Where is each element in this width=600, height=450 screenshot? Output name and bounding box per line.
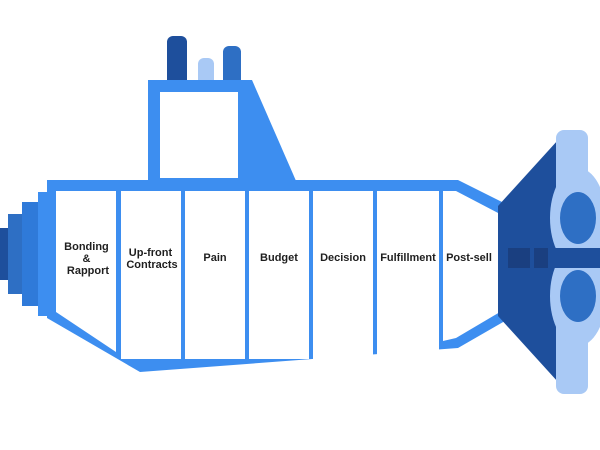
stern-block-2 (8, 214, 24, 294)
stern-block-1 (0, 228, 10, 280)
stage-label-decision: Decision (320, 252, 366, 264)
compartment-pain (185, 191, 245, 359)
compartment-fulfillment (377, 191, 439, 359)
drive-shaft-segment-2 (534, 248, 548, 268)
stage-label-budget: Budget (260, 252, 298, 264)
propeller-blade-upper-core (560, 192, 596, 244)
propeller-blade-lower-core (560, 270, 596, 322)
periscope-tall (167, 36, 187, 90)
stage-label-up-front-contracts: Up-front Contracts (126, 247, 177, 271)
conning-tower-window (160, 92, 238, 178)
compartment-up-front-contracts (121, 191, 181, 359)
compartment-post-sell (443, 191, 500, 341)
compartment-budget (249, 191, 309, 359)
drive-shaft-segment-1 (508, 248, 530, 268)
stern-block-3 (22, 202, 40, 306)
stage-label-fulfillment: Fulfillment (380, 252, 436, 264)
stage-label-bonding-rapport: Bonding & Rapport (64, 241, 112, 277)
periscope-mid (223, 46, 241, 90)
stage-label-pain: Pain (203, 252, 227, 264)
compartment-bonding-rapport (56, 191, 116, 352)
stage-label-post-sell: Post-sell (446, 252, 492, 264)
propeller-hub (552, 248, 600, 268)
compartment-decision (313, 191, 373, 359)
